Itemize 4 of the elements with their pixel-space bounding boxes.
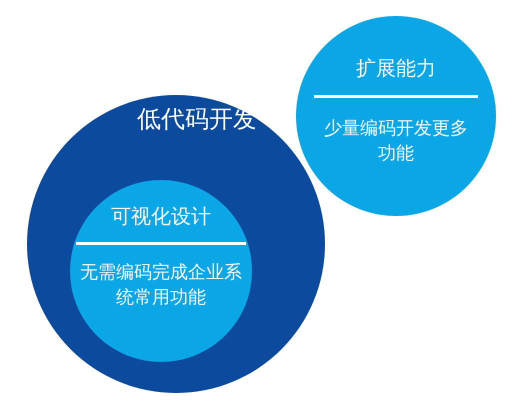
circle-description: 无需编码完成企业系统常用功能 <box>79 261 243 310</box>
circle-title: 扩展能力 <box>355 55 437 82</box>
circle-description: 少量编码开发更多功能 <box>323 117 469 166</box>
circle-title: 可视化设计 <box>110 203 212 230</box>
